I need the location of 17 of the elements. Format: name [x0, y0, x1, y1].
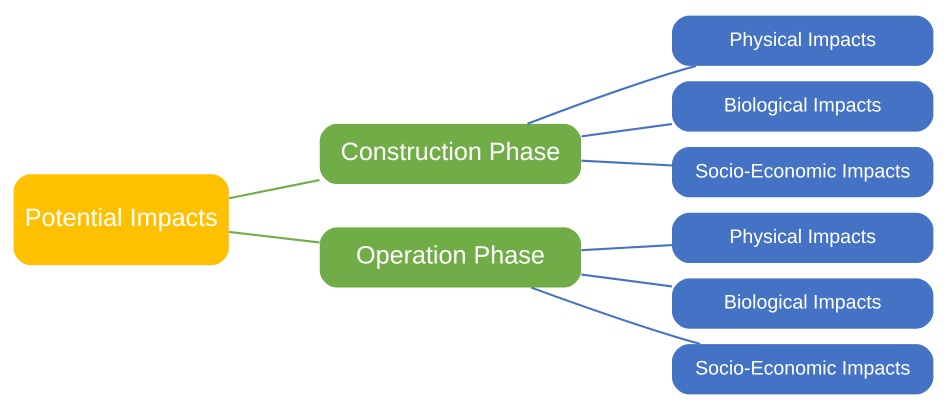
connector [581, 244, 672, 252]
connector [527, 64, 696, 125]
node-box: Physical Impacts [672, 16, 934, 66]
node-box: Socio-Economic Impacts [672, 344, 934, 394]
connector [228, 230, 320, 244]
node-box: Operation Phase [320, 227, 582, 288]
connector [228, 179, 320, 200]
connector [581, 160, 672, 166]
connector [581, 274, 672, 288]
node-box: Construction Phase [320, 124, 582, 184]
connector [530, 286, 700, 345]
node-box: Potential Impacts [14, 174, 229, 266]
node-box: Biological Impacts [672, 278, 934, 329]
connector [581, 123, 672, 138]
node-box: Biological Impacts [672, 81, 934, 132]
node-box: Physical Impacts [672, 212, 934, 263]
node-box: Socio-Economic Impacts [672, 147, 934, 198]
